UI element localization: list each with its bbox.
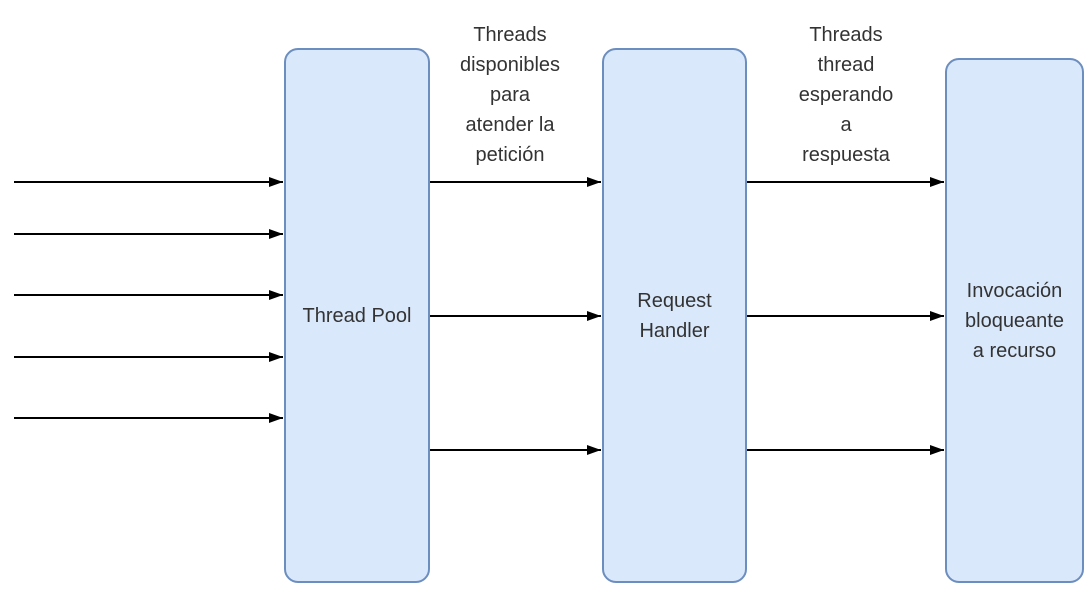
edge-label-threads-available: Threads disponibles para atender la peti…: [459, 24, 561, 166]
node-blocking-invocation-label: Invocación bloqueante a recurso: [965, 279, 1064, 362]
edge-label-threads-waiting: Threads thread esperando a respuesta: [798, 24, 894, 166]
node-request-handler-label: Request Handler: [637, 289, 712, 342]
node-request-handler: Request Handler: [602, 48, 747, 583]
node-blocking-invocation: Invocación bloqueante a recurso: [945, 58, 1084, 583]
node-thread-pool-label: Thread Pool: [302, 304, 412, 327]
node-thread-pool: Thread Pool: [284, 48, 430, 583]
